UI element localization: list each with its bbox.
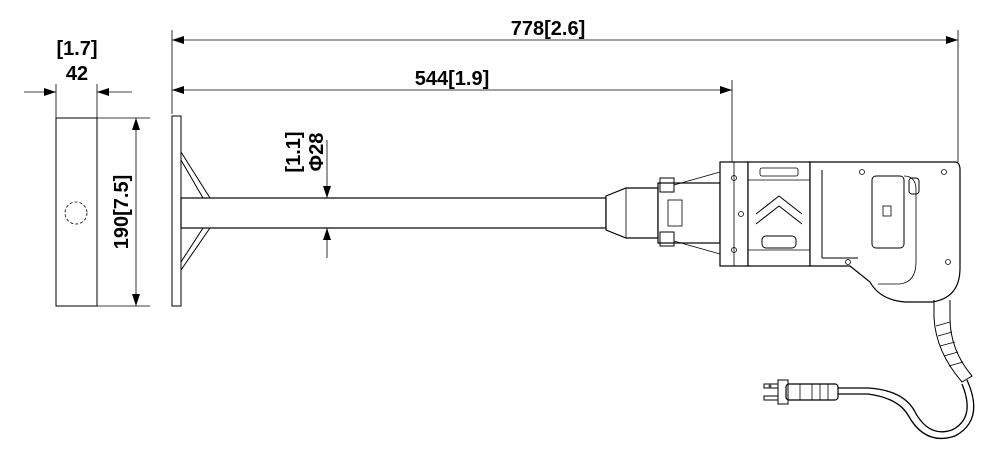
paddle-rib-bottom (180, 227, 211, 271)
shaft (180, 197, 607, 229)
paddle-side-rect (55, 117, 98, 307)
motor-housing (809, 161, 961, 303)
cord-strain-relief (933, 300, 973, 383)
diameter-dimension: [1.1] Φ28 (283, 131, 331, 258)
power-cord (838, 379, 975, 440)
front-view: [1.1] Φ28 (171, 115, 975, 440)
paddle-plate (171, 115, 182, 307)
overall-dimension: 778[2.6] (171, 18, 959, 162)
trigger-button (908, 177, 920, 195)
paddle-height-label: 190[7.5] (111, 175, 133, 250)
shaft-hole-circle (64, 201, 88, 225)
tapered-coupling (605, 187, 659, 239)
gearbox-housing (747, 161, 811, 267)
chuck-body (657, 182, 721, 244)
diameter-mm-label: Φ28 (306, 133, 328, 172)
handle-opening (871, 175, 905, 249)
side-view: [1.7] 42 190[7.5] (24, 38, 150, 307)
diameter-in-label: [1.1] (283, 131, 305, 172)
paddle-width-mm-label: 42 (66, 63, 88, 85)
shaft-length-label: 544[1.9] (415, 68, 490, 90)
vent-chevron (755, 195, 803, 225)
vent-slot (761, 235, 797, 249)
shaft-dimension: 544[1.9] (172, 68, 733, 162)
paddle-width-in-label: [1.7] (56, 38, 97, 60)
paddle-rib-top (180, 151, 211, 199)
power-plug (763, 379, 839, 405)
overall-length-label: 778[2.6] (511, 18, 586, 40)
chuck-clamp-bottom (659, 231, 675, 247)
handle-grip (821, 170, 858, 259)
